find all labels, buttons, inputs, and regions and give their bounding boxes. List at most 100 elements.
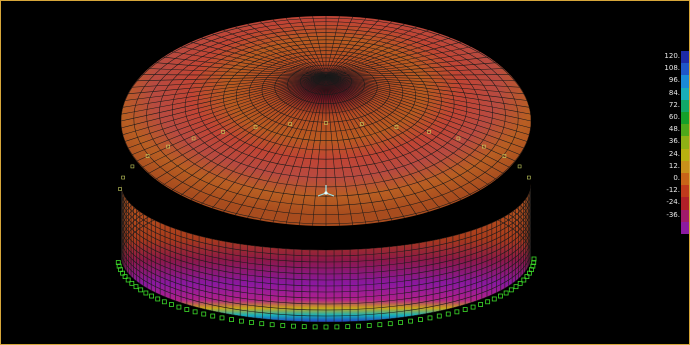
support-marker [498,293,503,299]
support-marker [470,304,476,310]
legend-label: 24. [668,149,680,158]
support-marker [508,287,514,293]
legend-swatch [681,160,689,173]
support-marker [269,322,275,328]
legend-row: 96. [647,75,689,88]
legend-row: -36. [647,209,689,222]
support-marker [201,311,207,317]
support-marker [323,324,329,330]
support-marker [356,323,361,329]
legend-swatch [681,209,689,222]
legend-swatch [681,136,689,149]
support-marker [517,280,523,286]
support-marker [238,318,244,324]
support-marker [418,317,423,322]
support-marker [138,287,144,293]
legend-label: 0. [673,174,680,182]
legend-label: -36. [666,210,680,219]
support-marker [191,136,196,141]
support-marker [366,323,372,328]
legend-row: 120. [647,51,689,64]
legend-swatch [681,63,689,76]
support-marker [288,122,293,126]
support-marker [485,299,491,305]
legend-row: 12. [647,160,689,173]
support-marker [125,277,131,283]
legend-label: -24. [666,198,680,207]
support-marker [229,317,234,322]
support-marker [176,304,182,310]
support-marker [249,320,254,325]
support-marker [524,274,530,279]
legend-label: 36. [668,137,680,146]
support-marker [130,164,135,169]
support-marker [253,125,258,129]
legend-swatch [681,51,689,64]
axis-triad-icon [317,185,335,197]
legend-row: 84. [647,87,689,100]
support-marker [116,263,122,269]
support-marker [161,299,167,305]
support-marker [221,130,225,134]
legend-label: 96. [668,76,680,85]
legend-swatch [681,148,689,161]
support-marker [169,302,174,307]
support-marker [491,296,497,302]
support-marker [531,256,537,262]
support-marker [145,154,150,158]
support-marker [210,313,216,319]
legend-row: 108. [647,63,689,76]
support-marker [118,267,123,273]
legend-row [647,221,689,234]
support-marker [478,302,483,307]
support-marker [301,324,307,330]
legend-row: 60. [647,112,689,125]
legend-row: 0. [647,173,689,186]
support-marker [280,323,286,328]
support-marker [531,260,537,265]
support-marker [143,290,149,296]
support-marker [259,321,265,327]
support-marker [445,311,451,317]
support-marker [387,321,393,327]
support-marker [377,322,383,328]
legend-swatch [681,185,689,198]
legend-swatch [681,124,689,137]
legend-row: 72. [647,99,689,112]
support-marker [115,260,121,265]
support-marker [462,307,468,312]
support-marker [192,309,198,315]
legend-swatch [681,75,689,88]
legend-label: 60. [668,113,680,121]
legend-label: 12. [668,161,680,170]
support-marker [398,320,403,325]
support-marker [149,293,154,299]
legend-swatch [681,197,689,210]
support-marker [121,175,125,180]
legend-label: 108. [664,64,680,73]
legend-label: -12. [666,186,680,195]
support-marker [427,130,431,134]
support-marker [133,284,139,290]
support-marker [334,324,340,330]
support-marker [184,307,190,312]
support-marker [394,125,399,129]
support-marker [456,136,461,141]
legend-swatch [681,112,689,125]
legend-row: 48. [647,124,689,137]
legend-row: -12. [647,185,689,198]
legend-label: 120. [664,52,680,60]
legend-swatch [681,87,689,100]
support-marker [359,122,364,126]
support-marker [166,144,170,149]
support-marker [291,323,296,329]
support-marker [219,315,225,321]
legend-row: 36. [647,136,689,149]
support-marker [427,315,433,321]
support-marker [454,309,460,315]
legend-row: -24. [647,197,689,210]
support-marker [312,324,318,330]
support-marker [155,296,161,302]
